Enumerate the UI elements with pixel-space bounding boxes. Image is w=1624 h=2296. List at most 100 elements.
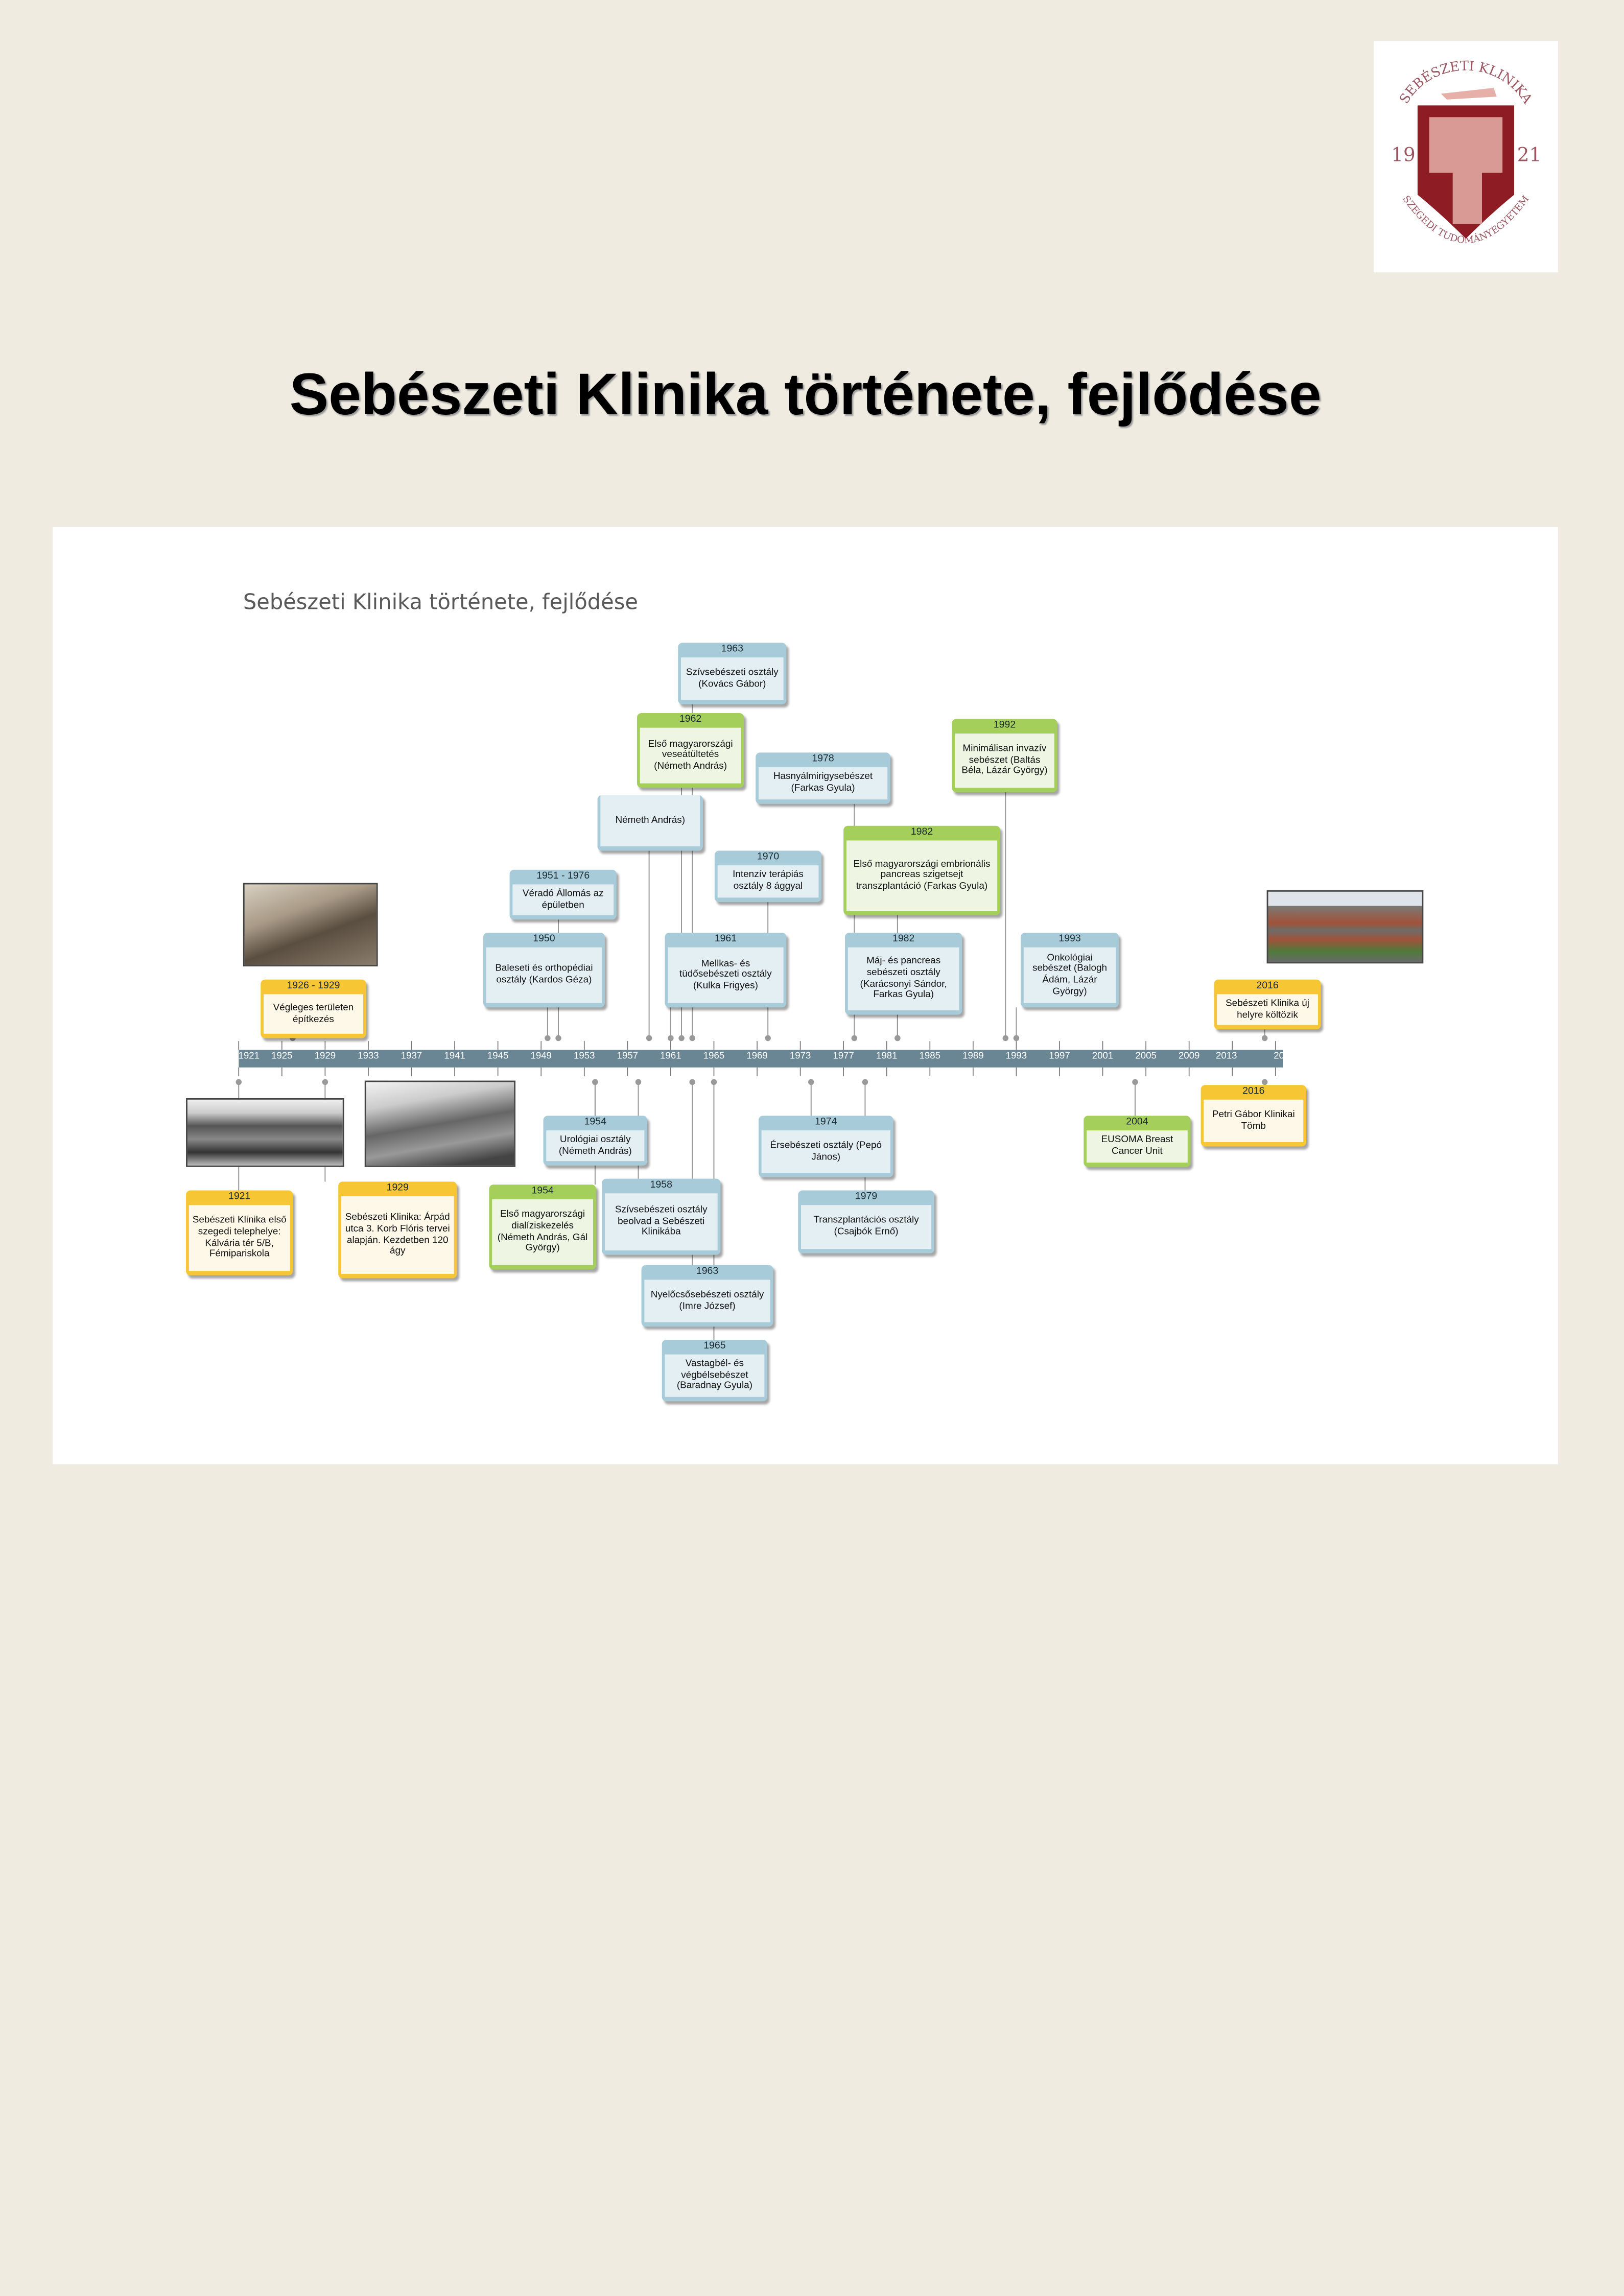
axis-tick-label: 2017 [1274,1051,1295,1062]
axis-tick-label: 1965 [703,1051,725,1062]
event-card[interactable]: Németh András) [597,795,703,851]
event-year: 2004 [1126,1117,1148,1128]
event-year: 1979 [855,1192,878,1202]
event-text: Hasnyálmirigysebészet (Farkas Gyula) [758,767,888,800]
event-text: Németh András) [600,795,700,846]
axis-tick-label: 1929 [314,1051,336,1062]
axis-tick-label: 1969 [746,1051,768,1062]
svg-text:19: 19 [1391,143,1415,165]
event-text: Végleges területen építkezés [263,994,363,1034]
event-marker [808,1079,814,1085]
chart-title: Sebészeti Klinika története, fejlődése [243,591,638,615]
event-text: Érsebészeti osztály (Pepó János) [761,1130,890,1173]
event-year: 1978 [812,754,834,765]
event-marker [236,1079,242,1085]
event-text: Sebészeti Klinika első szegedi telephely… [189,1205,290,1271]
axis-tick-label: 1997 [1049,1051,1070,1062]
event-marker [1002,1035,1009,1042]
event-text: Sebészeti Klinika új helyre költözik [1217,994,1318,1025]
event-text: EUSOMA Breast Cancer Unit [1087,1130,1188,1163]
event-marker [1261,1079,1268,1085]
event-text: Szívsebészeti osztály beolvad a Sebészet… [604,1193,718,1251]
event-marker [851,1035,858,1042]
building-photo-1929 [364,1080,516,1167]
event-text: Máj- és pancreas sebészeti osztály (Kará… [848,947,959,1010]
axis-tick-label: 1945 [487,1051,509,1062]
axis-tick-label: 1953 [574,1051,595,1062]
event-year: 1982 [910,827,933,838]
event-text: Onkológiai sebészet (Balogh Ádám, Lázár … [1023,947,1116,1003]
event-marker [1132,1079,1138,1085]
event-marker [678,1035,685,1042]
event-text: Szívsebészeti osztály (Kovács Gábor) [680,657,784,700]
event-year: 1974 [815,1117,837,1128]
event-marker [592,1079,598,1085]
event-marker [555,1035,561,1042]
axis-tick-label: 1981 [876,1051,898,1062]
axis-tick-label: 1925 [271,1051,293,1062]
event-text: Véradó Állomás az épületben [512,884,614,915]
axis-tick-label: 1973 [789,1051,811,1062]
axis-tick-label: 1977 [833,1051,854,1062]
event-marker [1261,1035,1268,1042]
event-marker [322,1079,328,1085]
event-text: Minimálisan invazív sebészet (Baltás Bél… [955,733,1054,788]
new-building-photo-2016 [1266,890,1424,964]
event-text: Baleseti és orthopédiai osztály (Kardos … [486,947,602,1003]
event-year: 1951 - 1976 [536,871,590,882]
axis-tick-label: 1949 [530,1051,552,1062]
axis-tick-label: 1957 [617,1051,639,1062]
svg-text:21: 21 [1517,143,1541,165]
axis-tick-label: 1993 [1005,1051,1027,1062]
event-text: Petri Gábor Klinikai Tömb [1204,1099,1304,1142]
axis-tick-label: 1989 [962,1051,984,1062]
event-year: 1929 [386,1183,409,1194]
event-year: 2016 [1242,1086,1265,1097]
axis-tick-label: 1985 [919,1051,941,1062]
event-year: 1982 [892,934,915,944]
timeline-axis [239,1050,1283,1068]
event-text: Transzplantációs osztály (Csajbók Ernő) [801,1205,932,1249]
clinic-logo: SEBÉSZETI KLINIKA SZEGEDI TUDOMÁNYEGYETE… [1373,41,1559,273]
clinic-crest-icon: SEBÉSZETI KLINIKA SZEGEDI TUDOMÁNYEGYETE… [1391,58,1541,246]
event-marker [1013,1035,1020,1042]
axis-tick-label: 1961 [660,1051,681,1062]
event-year: 1921 [228,1192,251,1202]
event-marker [668,1035,674,1042]
event-year: 1950 [533,934,555,944]
event-year: 1958 [650,1180,672,1191]
event-year: 1954 [584,1117,606,1128]
event-year: 2016 [1256,981,1279,991]
event-year: 1962 [679,714,702,725]
event-text: Urológiai osztály (Németh András) [546,1130,645,1162]
event-marker [689,1079,695,1085]
event-marker [862,1079,868,1085]
event-text: Mellkas- és tüdősebészeti osztály (Kulka… [668,947,784,1003]
event-text: Intenzív terápiás osztály 8 ággyal [717,865,819,898]
